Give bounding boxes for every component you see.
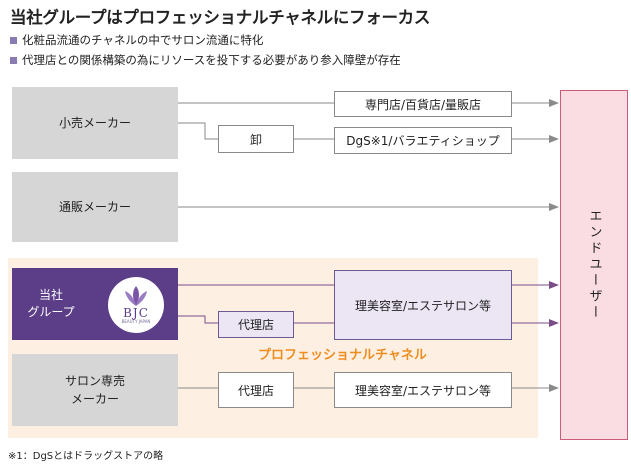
bullet-item: 化粧品流通のチャネルの中でサロン流通に特化: [10, 32, 263, 48]
agent-salon-label: 代理店: [237, 383, 274, 398]
bjc-logo: BJC BEAUTY JAPAN: [108, 277, 164, 333]
company-label-line1: 当社: [38, 287, 63, 302]
salon-salon-box: 理美容室/エステサロン等: [334, 372, 512, 408]
retail-maker-label: 小売メーカー: [58, 116, 131, 130]
line-company-agent: [178, 315, 218, 324]
salon-maker-line1: サロン専売: [64, 374, 125, 388]
company-group-box: 当社 グループ BJC BEAUTY JAPAN: [12, 268, 178, 340]
page-title: 当社グループはプロフェッショナルチャネルにフォーカス: [10, 8, 431, 27]
retail-maker-box: 小売メーカー: [12, 87, 178, 159]
bullet-text: 化粧品流通のチャネルの中でサロン流通に特化: [22, 33, 264, 47]
mailorder-maker-label: 通販メーカー: [58, 200, 131, 214]
company-group-label: 当社 グループ: [12, 287, 90, 322]
dgs-variety-label: DgS※1/バラエティショップ: [346, 134, 500, 148]
salon-company-label: 理美容室/エステサロン等: [354, 298, 492, 313]
salon-salon-label: 理美容室/エステサロン等: [354, 383, 492, 398]
specialty-store-box: 専門店/百貨店/量販店: [334, 91, 512, 117]
dgs-variety-box: DgS※1/バラエティショップ: [334, 127, 512, 154]
footnote: ※1：DgSとはドラッグストアの略: [8, 451, 164, 462]
agent-company-label: 代理店: [237, 318, 274, 332]
bullet-square-icon: [10, 36, 17, 44]
salon-maker-line2: メーカー: [70, 392, 119, 406]
wholesale-label: 卸: [249, 132, 262, 147]
bullet-item: 代理店との関係構築の為にリソースを投下する必要があり参入障壁が存在: [10, 52, 401, 68]
professional-channel-label: プロフェッショナルチャネル: [258, 348, 427, 363]
mailorder-maker-box: 通販メーカー: [12, 172, 178, 242]
logo-subtext: BEAUTY JAPAN: [121, 319, 151, 325]
specialty-store-label: 専門店/百貨店/量販店: [364, 97, 482, 112]
wholesale-box: 卸: [218, 125, 294, 153]
bullet-square-icon: [10, 56, 17, 64]
lotus-icon: [125, 286, 147, 307]
end-user-box: エンドユーザー: [560, 90, 628, 440]
company-label-line2: グループ: [27, 305, 75, 319]
end-user-label: エンドユーザー: [586, 209, 602, 321]
agent-salon-box: 代理店: [218, 372, 294, 408]
salon-company-box: 理美容室/エステサロン等: [334, 270, 512, 340]
logo-text: BJC: [123, 306, 149, 321]
bullet-text: 代理店との関係構築の為にリソースを投下する必要があり参入障壁が存在: [22, 53, 401, 67]
line-retail-wholesale: [178, 122, 218, 140]
salon-maker-label: サロン専売 メーカー: [65, 372, 125, 408]
salon-maker-box: サロン専売 メーカー: [12, 354, 178, 426]
agent-company-box: 代理店: [218, 311, 294, 338]
